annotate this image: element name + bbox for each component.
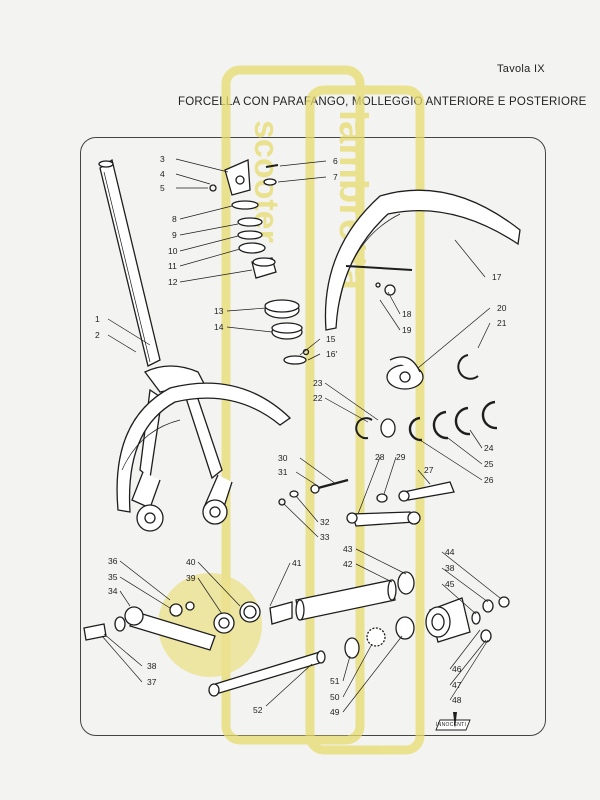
- callout: 45: [445, 579, 455, 589]
- callout: 26: [484, 475, 494, 485]
- callout: 42: [343, 559, 353, 569]
- callout: 37: [147, 677, 157, 687]
- callout: 36: [108, 556, 118, 566]
- callout: 21: [497, 318, 507, 328]
- callout: 19: [402, 325, 412, 335]
- callout: 9: [172, 230, 177, 240]
- callout: 40: [186, 557, 196, 567]
- callout: 5: [160, 183, 165, 193]
- callout: 29: [396, 452, 406, 462]
- callout: 31: [278, 467, 288, 477]
- callout: 38: [445, 563, 455, 573]
- callout: 23: [313, 378, 323, 388]
- callout: 18: [402, 309, 412, 319]
- callout: 32: [320, 517, 330, 527]
- callout: 14: [214, 322, 224, 332]
- callout: 2: [95, 330, 100, 340]
- callout: 17: [492, 272, 502, 282]
- callout: 12: [168, 277, 178, 287]
- callout: 13: [214, 306, 224, 316]
- callout: 27: [424, 465, 434, 475]
- callout: 38: [147, 661, 157, 671]
- callout: 6: [333, 156, 338, 166]
- callout: 16': [326, 349, 337, 359]
- innocenti-logo: [435, 712, 471, 731]
- callout: 25: [484, 459, 494, 469]
- callout: 51: [330, 676, 340, 686]
- callout: 43: [343, 544, 353, 554]
- callout: 35: [108, 572, 118, 582]
- callout: 50: [330, 692, 340, 702]
- callout: 10: [168, 246, 178, 256]
- callout: 39: [186, 573, 196, 583]
- callout: 46: [452, 664, 462, 674]
- callout: 22: [313, 393, 323, 403]
- callout: 33: [320, 532, 330, 542]
- callout: 49: [330, 707, 340, 717]
- callout: 3: [160, 154, 165, 164]
- page-title: FORCELLA CON PARAFANGO, MOLLEGGIO ANTERI…: [178, 96, 587, 108]
- callout: 48: [452, 695, 462, 705]
- callout: 44: [445, 547, 455, 557]
- callout: 15: [326, 334, 336, 344]
- plate-number: Tavola IX: [497, 63, 545, 75]
- parts-drawing: [83, 158, 521, 697]
- callout: 28: [375, 452, 385, 462]
- callout: 7: [333, 172, 338, 182]
- callout: 41: [292, 558, 302, 568]
- callout: 24: [484, 443, 494, 453]
- leader-lines: [101, 158, 501, 713]
- callout: 8: [172, 214, 177, 224]
- callout: 4: [160, 169, 165, 179]
- callout-numbers: 3 4 5 6 7 8 9 10 11 12 13 14 15 16' 1 2 …: [95, 154, 507, 717]
- logo-brand-text: INNOCENTI: [436, 722, 467, 728]
- callout: 1: [95, 314, 100, 324]
- callout: 20: [497, 303, 507, 313]
- callout: 11: [168, 261, 177, 271]
- callout: 34: [108, 586, 118, 596]
- callout: 30: [278, 453, 288, 463]
- callout: 47: [452, 680, 462, 690]
- callout: 52: [253, 705, 263, 715]
